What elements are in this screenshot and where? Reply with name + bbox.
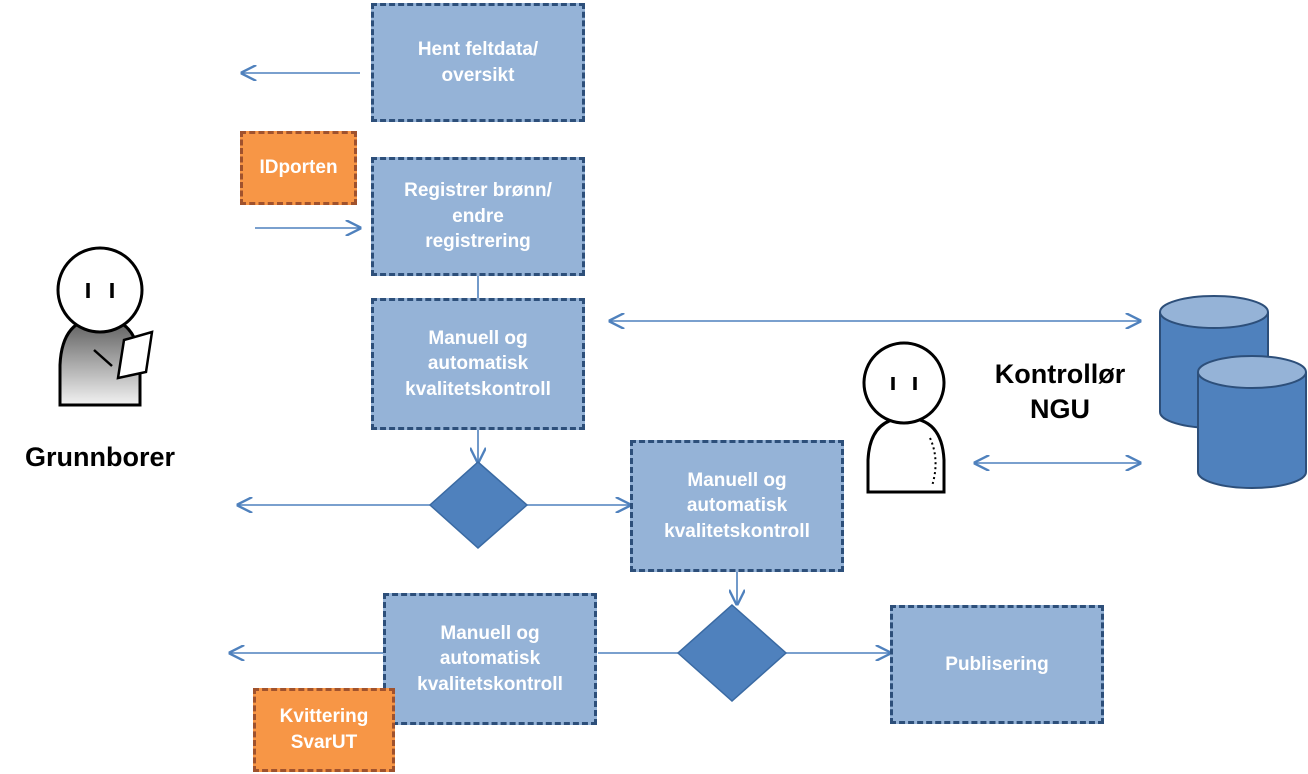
kvalitetskontroll-label-2: Manuell og automatisk kvalitetskontroll xyxy=(664,469,810,542)
kvittering-svarut-label: Kvittering SvarUT xyxy=(279,706,369,753)
kvalitetskontroll-label-3: Manuell og automatisk kvalitetskontroll xyxy=(417,622,563,695)
idporten-box[interactable]: IDporten xyxy=(240,131,357,205)
registrer-bronn-box[interactable]: Registrer brønn/ endre registrering xyxy=(371,157,585,276)
idporten-label: IDporten xyxy=(259,157,338,179)
kontrollor-ngu-label: Kontrollør NGU xyxy=(994,359,1126,425)
grunnborer-label: Grunnborer xyxy=(24,442,175,472)
hent-feltdata-label: Hent feltdata/ oversikt xyxy=(417,38,539,86)
publisering-label: Publisering xyxy=(945,653,1049,675)
connectors xyxy=(230,73,1140,653)
publisering-box[interactable]: Publisering xyxy=(890,605,1104,724)
database-icon xyxy=(1159,295,1307,489)
kvalitetskontroll-box-3[interactable]: Manuell og automatisk kvalitetskontroll xyxy=(383,593,597,725)
registrer-bronn-label: Registrer brønn/ endre registrering xyxy=(404,180,552,253)
kvalitetskontroll-box-1[interactable]: Manuell og automatisk kvalitetskontroll xyxy=(371,298,585,430)
person-with-clipboard-icon xyxy=(56,246,154,407)
kvittering-svarut-box[interactable]: Kvittering SvarUT xyxy=(253,688,395,772)
decision-diamond-1 xyxy=(428,460,529,550)
decision-diamond-2 xyxy=(676,603,788,703)
kvalitetskontroll-box-2[interactable]: Manuell og automatisk kvalitetskontroll xyxy=(630,440,844,572)
hent-feltdata-box[interactable]: Hent feltdata/ oversikt xyxy=(371,3,585,122)
person-icon xyxy=(862,341,946,494)
kvalitetskontroll-label-1: Manuell og automatisk kvalitetskontroll xyxy=(405,327,551,400)
